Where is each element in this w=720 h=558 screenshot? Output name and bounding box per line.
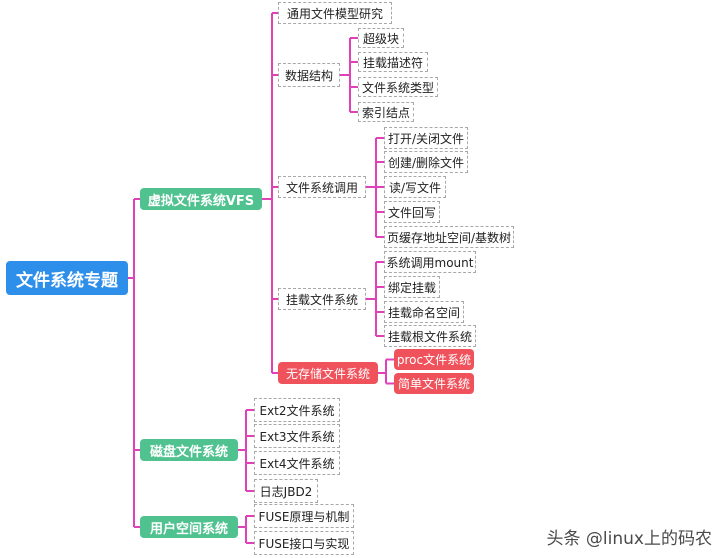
user-item: FUSE接口与实现	[254, 531, 354, 555]
user-item: FUSE原理与机制	[254, 504, 354, 528]
mount-item: 挂载根文件系统	[384, 325, 476, 347]
vfs-nostore: 无存储文件系统	[278, 362, 378, 384]
ds-item: 超级块	[358, 28, 404, 48]
branch-vfs: 虚拟文件系统VFS	[140, 188, 262, 210]
ds-item: 文件系统类型	[358, 77, 438, 97]
mount-item: 系统调用mount	[384, 251, 476, 273]
nostore-item: 简单文件系统	[394, 373, 474, 394]
vfs-model: 通用文件模型研究	[278, 2, 392, 24]
mount-item: 挂载命名空间	[384, 301, 464, 323]
syscall-item: 页缓存地址空间/基数树	[384, 226, 514, 248]
syscall-item: 读/写文件	[384, 176, 446, 198]
syscall-item: 打开/关闭文件	[384, 127, 468, 149]
root-topic: 文件系统专题	[6, 261, 128, 295]
branch-user: 用户空间系统	[140, 516, 238, 538]
branch-disk: 磁盘文件系统	[140, 439, 238, 461]
syscall-item: 文件回写	[384, 201, 440, 223]
syscall-item: 创建/删除文件	[384, 151, 468, 173]
nostore-item: proc文件系统	[394, 349, 474, 370]
disk-item: Ext2文件系统	[254, 398, 340, 422]
vfs-data-structures: 数据结构	[278, 63, 340, 87]
ds-item: 挂载描述符	[358, 52, 428, 72]
vfs-syscalls: 文件系统调用	[278, 176, 366, 198]
watermark: 头条 @linux上的码农	[472, 522, 718, 550]
disk-item: Ext3文件系统	[254, 424, 340, 448]
vfs-mount: 挂载文件系统	[278, 288, 366, 310]
disk-item: Ext4文件系统	[254, 451, 340, 475]
ds-item: 索引结点	[358, 102, 414, 122]
mount-item: 绑定挂载	[384, 276, 440, 298]
disk-item: 日志JBD2	[254, 479, 318, 503]
